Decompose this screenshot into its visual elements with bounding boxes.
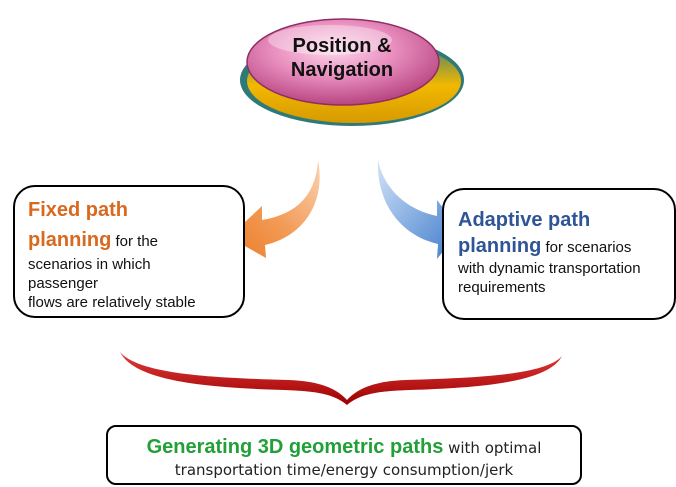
adaptive-text-line4: requirements [458, 279, 546, 296]
result-heading: Generating 3D geometric paths [146, 436, 444, 458]
position-navigation-node [240, 18, 464, 126]
fixed-heading-line1: Fixed path [28, 199, 129, 221]
node-title: Position & Navigation [262, 34, 422, 82]
adaptive-text-line3: with dynamic transportation [458, 260, 641, 277]
curly-brace-icon [120, 352, 562, 405]
curved-arrow-left-icon [229, 160, 320, 258]
adaptive-path-planning-box: Adaptive path planning for scenarios wit… [442, 188, 676, 320]
node-top [246, 18, 440, 106]
node-highlight [268, 25, 392, 55]
node-title-line2: Navigation [290, 59, 394, 81]
fixed-text-line5: flows are relatively stable [28, 294, 196, 311]
fixed-text-line3: scenarios in which [28, 256, 151, 273]
result-text-tail: with optimal [443, 439, 542, 457]
geometric-paths-box: Generating 3D geometric paths with optim… [106, 425, 582, 485]
fixed-text-line4: passenger [28, 275, 99, 292]
result-text-line2: transportation time/energy consumption/j… [174, 461, 514, 479]
adaptive-text-tail: for scenarios [541, 239, 632, 256]
fixed-text-tail: for the [111, 233, 159, 250]
adaptive-heading-line2: planning [458, 235, 542, 257]
fixed-heading-line2: planning [28, 229, 112, 251]
adaptive-heading-line1: Adaptive path [458, 209, 591, 231]
node-title-line1: Position & [292, 35, 392, 57]
curved-arrow-right-icon [377, 160, 460, 259]
fixed-path-planning-box: Fixed path planning for the scenarios in… [13, 185, 245, 318]
